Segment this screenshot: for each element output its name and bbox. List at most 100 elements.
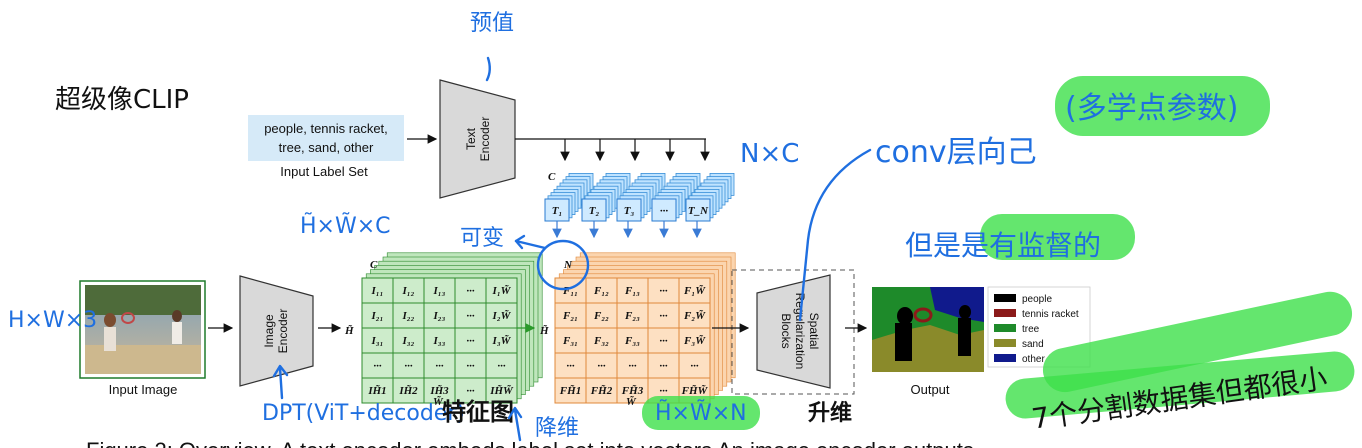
grid-cell-label: ··· xyxy=(659,285,668,297)
image-encoder-label: ImageEncoder xyxy=(262,309,290,354)
spatial-block-frame xyxy=(731,269,855,395)
svg-text:people: people xyxy=(1022,294,1052,305)
grid-cell xyxy=(554,377,587,404)
dim-n-feature: N xyxy=(563,259,573,271)
legend-item: tree xyxy=(994,324,1040,335)
output-segmentation xyxy=(872,287,984,372)
grid-cell-label: ··· xyxy=(659,310,668,322)
grid-cell xyxy=(392,352,425,379)
grid-cell-label: IH̃W̃ xyxy=(489,384,514,397)
grid-cell xyxy=(616,302,649,329)
grid-cell-label: ··· xyxy=(659,385,668,397)
note-supervised: 但是是有监督的 xyxy=(905,229,1101,262)
note-conv: conv层向己 xyxy=(875,135,1037,170)
dim-c-top: C xyxy=(548,171,556,183)
grid-cell xyxy=(423,302,456,329)
grid-cell-label: FH̃2 xyxy=(590,384,613,397)
grid-cell-label: F₂₃ xyxy=(624,310,640,322)
grid-cell-label: IH̃2 xyxy=(398,384,418,397)
note-top: 预值 xyxy=(470,11,514,36)
note-conv-paren: (多学点参数) xyxy=(1065,91,1238,126)
note-hxw: H×W×3 xyxy=(8,308,97,333)
text-branch-arrows xyxy=(560,139,710,162)
grid-cell xyxy=(647,327,680,354)
grid-cell-label: F₃₁ xyxy=(562,335,578,347)
grid-cell xyxy=(616,377,649,404)
text-token-label: T₁ xyxy=(552,205,563,217)
grid-cell xyxy=(392,327,425,354)
grid-cell xyxy=(647,302,680,329)
grid-cell-label: F₁₃ xyxy=(624,285,640,297)
label-set-caption: Input Label Set xyxy=(280,164,368,179)
grid-cell xyxy=(585,327,618,354)
text-encoder xyxy=(439,79,516,199)
input-image xyxy=(85,285,201,374)
text-encoder-label: TextEncoder xyxy=(464,117,492,162)
input-image-caption: Input Image xyxy=(109,382,178,397)
grid-cell-label: I₃₃ xyxy=(433,335,446,347)
grid-cell-label: I₂W̃ xyxy=(492,309,512,322)
grid-cell-label: FH̃W̃ xyxy=(681,384,709,397)
grid-cell-label: ··· xyxy=(435,360,444,372)
grid-cell-label: I₃W̃ xyxy=(492,334,512,347)
note-dpt: DPT(ViT+decoder) xyxy=(262,401,465,426)
note-variable-arrow xyxy=(514,239,547,250)
text-token-label: ··· xyxy=(660,205,669,217)
grid-cell-label: F₃₃ xyxy=(624,335,640,347)
dim-h-image: H̃ xyxy=(344,324,354,337)
note-upsample: 升维 xyxy=(808,400,852,426)
grid-cell xyxy=(647,352,680,379)
grid-cell xyxy=(454,327,487,354)
grid-cell-label: ··· xyxy=(628,360,637,372)
grid-cell-label: IH̃3 xyxy=(429,384,449,397)
highlighter-marks xyxy=(642,76,1355,430)
label-set-line2: tree, sand, other xyxy=(279,140,374,155)
grid-cell-label: ··· xyxy=(659,360,668,372)
grid-cell xyxy=(454,377,487,404)
grid-cell xyxy=(361,352,394,379)
grid-cell-label: FH̃1 xyxy=(559,384,581,397)
grid-cell xyxy=(616,277,649,304)
label-set-line1: people, tennis racket, xyxy=(264,121,388,136)
grid-cell xyxy=(616,327,649,354)
grid-cell-label: I₂₁ xyxy=(371,310,384,322)
grid-cell xyxy=(361,377,394,404)
note-nc: N×C xyxy=(740,139,799,169)
text-token-label: T₂ xyxy=(589,205,600,217)
grid-cell xyxy=(423,377,456,404)
note-top-stroke xyxy=(485,56,491,82)
token-down-arrows xyxy=(552,221,702,239)
text-token: T₁ xyxy=(544,172,594,222)
svg-text:tennis racket: tennis racket xyxy=(1022,309,1079,320)
grid-cell-label: F₂₂ xyxy=(593,310,609,322)
grid-cell-label: ··· xyxy=(466,385,475,397)
grid-cell xyxy=(585,277,618,304)
grid-cell-label: I₁₃ xyxy=(433,285,446,297)
label-set-box xyxy=(248,115,404,161)
legend-item: tennis racket xyxy=(994,309,1079,320)
grid-cell xyxy=(423,352,456,379)
grid-cell-label: ··· xyxy=(466,310,475,322)
image-encoder xyxy=(239,275,314,387)
grid-cell-label: ··· xyxy=(466,285,475,297)
grid-cell-label: I₃₂ xyxy=(402,335,415,347)
dim-w-feature: W̃ xyxy=(626,395,637,408)
grid-cell xyxy=(678,277,711,304)
grid-cell xyxy=(485,352,518,379)
note-top-left: 超级像CLIP xyxy=(55,85,189,115)
note-variable: 可变 xyxy=(460,226,504,251)
output-caption: Output xyxy=(910,382,949,397)
svg-text:other: other xyxy=(1022,354,1045,365)
grid-cell-label: IH̃1 xyxy=(367,384,386,397)
grid-cell-label: ··· xyxy=(466,360,475,372)
dim-h-feature: H̃ xyxy=(539,324,549,337)
grid-cell xyxy=(485,327,518,354)
note-variable-arrowhead xyxy=(514,234,526,250)
grid-cell-label: ··· xyxy=(566,360,575,372)
grid-cell-label: FH̃3 xyxy=(621,384,644,397)
text-token: T₂ xyxy=(581,172,631,222)
